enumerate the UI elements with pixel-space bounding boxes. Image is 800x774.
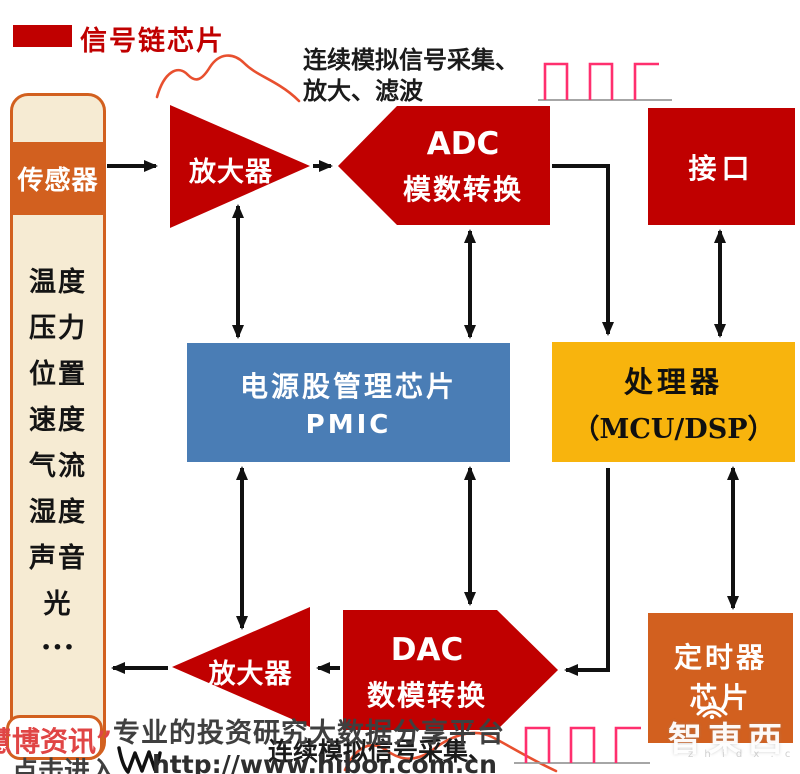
sensor-item-humidity: 湿度 (29, 496, 87, 528)
annotation-bottom: 连续模拟信号采集、 (268, 737, 494, 766)
wifi-arcs-icon (696, 705, 728, 719)
sensor-item-light: 光 (43, 588, 73, 620)
amplifier-top-label: 放大器 (189, 157, 273, 188)
sensor-item-pressure: 压力 (29, 312, 87, 344)
pmic-line1: 电源股管理芯片 (239, 370, 457, 403)
sensor-panel: 传感器 温度 压力 位置 速度 气流 湿度 声音 光 ··· (10, 93, 106, 760)
adc-label-line1: ADC (426, 126, 500, 162)
pmic-line2: PMIC (305, 410, 392, 440)
sensor-item-sound: 声音 (29, 542, 87, 574)
timer-block: 定时器 芯片 (648, 613, 793, 743)
arrow-processor-to-dac (564, 468, 610, 676)
legend-swatch (13, 25, 72, 47)
digital-wave-bottom-icon (524, 726, 641, 763)
slogan-watermark: 专业的投资研究大数据分享平台 (113, 718, 505, 749)
zhidx-domain: z h i d x . c o m (688, 749, 800, 760)
enter-link-text: 点击进入 (12, 757, 117, 774)
legend-label: 信号链芯片 (80, 26, 225, 57)
amplifier-top-shape (170, 105, 310, 228)
sensor-item-speed: 速度 (29, 404, 87, 436)
pmic-block: 电源股管理芯片 PMIC (187, 343, 510, 462)
amplifier-bottom-shape (172, 607, 310, 727)
waveforms (117, 54, 672, 774)
amplifier-bottom-label: 放大器 (208, 659, 293, 690)
annotation-top: 连续模拟信号采集、 放大、滤波 (303, 44, 519, 106)
sensor-item-airflow: 气流 (29, 450, 87, 482)
sensor-item-list: 温度 压力 位置 速度 气流 湿度 声音 光 ··· (13, 256, 103, 670)
digital-wave-top-icon (543, 62, 659, 100)
sensor-item-position: 位置 (29, 358, 87, 390)
analog-wave-bottom-icon (343, 731, 558, 773)
url-text: http://www.hibor.com.cn (152, 750, 497, 774)
processor-block: 处理器 （MCU/DSP） (552, 342, 795, 462)
processor-line1: 处理器 (623, 364, 723, 399)
dac-label-line2: 数模转换 (366, 679, 487, 712)
sensor-panel-title: 传感器 (12, 142, 104, 215)
hand-drawn-mark-icon (117, 746, 162, 774)
sensor-item-ellipsis: ··· (40, 629, 76, 665)
dac-label: DAC 数模转换 (352, 632, 502, 714)
adc-label-line2: 模数转换 (402, 173, 523, 206)
adc-label: ADC 模数转换 (378, 126, 548, 208)
annotation-top-line1: 连续模拟信号采集、 (303, 45, 519, 74)
interface-block: 接口 (648, 108, 795, 225)
sensor-item-temperature: 温度 (29, 266, 87, 298)
annotation-top-line2: 放大、滤波 (303, 76, 423, 105)
arrow-adc-to-processor (552, 164, 614, 336)
analog-wave-top-icon (155, 54, 301, 103)
timer-line1: 定时器 (673, 641, 767, 674)
processor-line2: （MCU/DSP） (572, 413, 775, 445)
adc-shape (338, 106, 550, 225)
dac-label-line1: DAC (390, 632, 464, 668)
zhidx-logo: 智東西 (668, 720, 788, 760)
dac-shape (343, 610, 558, 730)
shapes (170, 105, 558, 730)
brand-bubble (6, 715, 103, 760)
brand-watermark: 慧博资讯” (0, 725, 113, 758)
connectors (107, 160, 739, 676)
